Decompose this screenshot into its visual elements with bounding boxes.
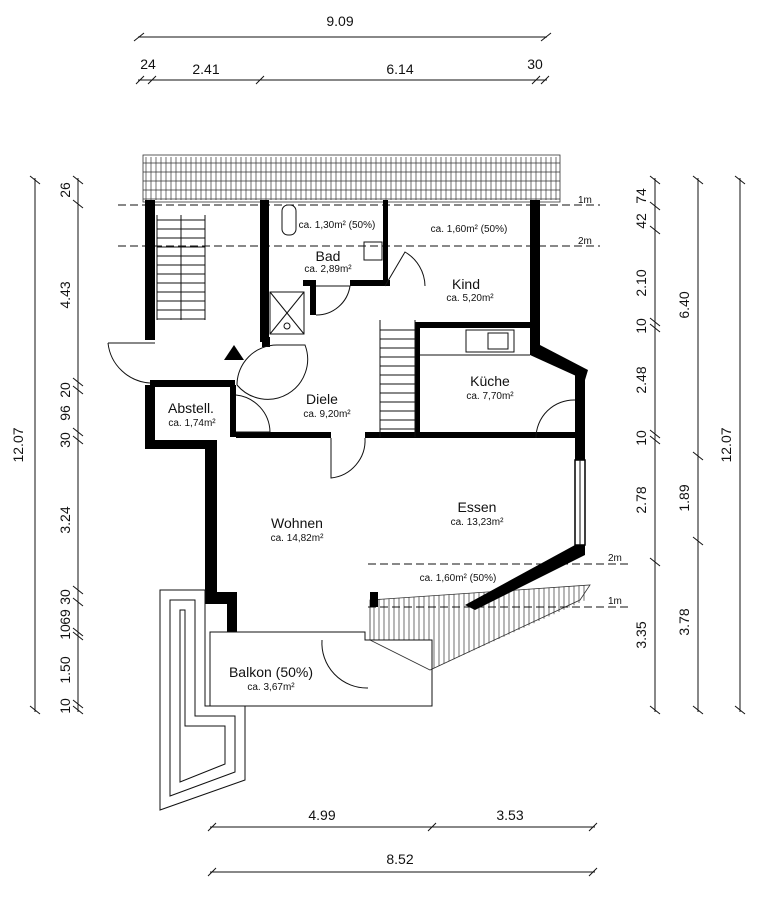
area-label: ca. 14,82m² — [271, 533, 324, 544]
height-marker-1m: 1m — [608, 596, 622, 607]
dim-right-seg: 10 — [633, 430, 649, 446]
dim-left-seg: 26 — [57, 182, 73, 198]
dim-top-seg: 6.14 — [386, 61, 413, 77]
area-label: ca. 3,67m² — [247, 682, 295, 693]
area-label: ca. 1,74m² — [168, 418, 216, 429]
walls — [145, 200, 588, 632]
room-name-kueche: Küche — [470, 373, 510, 389]
roof-tiles-bottom — [369, 584, 591, 671]
height-marker-2m: 2m — [578, 236, 592, 247]
dim-left-seg: 10 — [57, 698, 73, 714]
room-name-essen: Essen — [458, 499, 497, 515]
dim-top-total: 9.09 — [326, 13, 353, 29]
room-name-diele: Diele — [306, 391, 338, 407]
room-labels: ca. 1,30m² (50%) ca. 1,60m² (50%) Bad ca… — [168, 220, 514, 693]
dim-right-mid: 3.78 — [676, 608, 692, 635]
dim-top-seg: 24 — [140, 56, 156, 72]
roof-tiles-top — [142, 154, 561, 203]
height-marker-1m: 1m — [578, 195, 592, 206]
height-lines: 1m 2m 2m 1m — [118, 195, 630, 608]
fixtures — [107, 204, 576, 811]
dim-left-seg: 69 — [57, 609, 73, 625]
area-label: ca. 1,60m² (50%) — [420, 573, 497, 584]
dim-top-seg: 30 — [527, 56, 543, 72]
dim-left-seg: 4.43 — [57, 281, 73, 308]
entrance-triangle-icon — [224, 345, 244, 360]
room-name-balkon: Balkon (50%) — [229, 664, 313, 680]
dim-bottom-seg: 3.53 — [496, 807, 523, 823]
room-name-bad: Bad — [316, 248, 341, 264]
dim-left-seg: 20 — [57, 382, 73, 398]
dim-bottom-seg: 4.99 — [308, 807, 335, 823]
area-label: ca. 7,70m² — [466, 391, 514, 402]
dim-right-seg: 2.78 — [633, 486, 649, 513]
dim-right-total: 12.07 — [718, 427, 734, 462]
top-dimensions: 9.09 24 2.41 6.14 30 — [133, 13, 552, 85]
area-label: ca. 9,20m² — [303, 409, 351, 420]
bottom-dimensions: 4.99 3.53 8.52 — [207, 807, 598, 877]
dim-right-seg: 10 — [633, 318, 649, 334]
dim-left-seg: 3.24 — [57, 506, 73, 533]
dim-right-mid: 1.89 — [676, 484, 692, 511]
dim-right-mid: 6.40 — [676, 291, 692, 318]
room-name-kind: Kind — [452, 276, 480, 292]
dim-right-seg: 74 — [633, 188, 649, 204]
area-label: ca. 1,30m² (50%) — [299, 220, 376, 231]
area-label: ca. 2,89m² — [304, 264, 352, 275]
room-name-abstell: Abstell. — [168, 400, 214, 416]
dim-top-seg: 2.41 — [192, 61, 219, 77]
dim-left-seg: 30 — [57, 589, 73, 605]
dim-left-total: 12.07 — [10, 427, 26, 462]
dim-bottom-total: 8.52 — [386, 851, 413, 867]
height-marker-2m: 2m — [608, 553, 622, 564]
dim-right-seg: 2.48 — [633, 366, 649, 393]
room-name-wohnen: Wohnen — [271, 515, 323, 531]
area-label: ca. 13,23m² — [451, 517, 504, 528]
dim-right-seg: 42 — [633, 213, 649, 229]
dim-left-seg: 96 — [57, 405, 73, 421]
area-label: ca. 5,20m² — [446, 293, 494, 304]
dim-left-seg: 1.50 — [57, 656, 73, 683]
dim-right-seg: 2.10 — [633, 269, 649, 296]
dim-left-seg: 30 — [57, 432, 73, 448]
left-dimensions: 12.07 26 4.43 20 96 30 3.24 30 69 10 1.5… — [10, 175, 84, 715]
dim-left-seg: 10 — [57, 624, 73, 640]
area-label: ca. 1,60m² (50%) — [431, 224, 508, 235]
right-dimensions: 74 42 2.10 10 2.48 10 2.78 3.35 6.40 1.8… — [633, 175, 746, 715]
dim-right-seg: 3.35 — [633, 621, 649, 648]
